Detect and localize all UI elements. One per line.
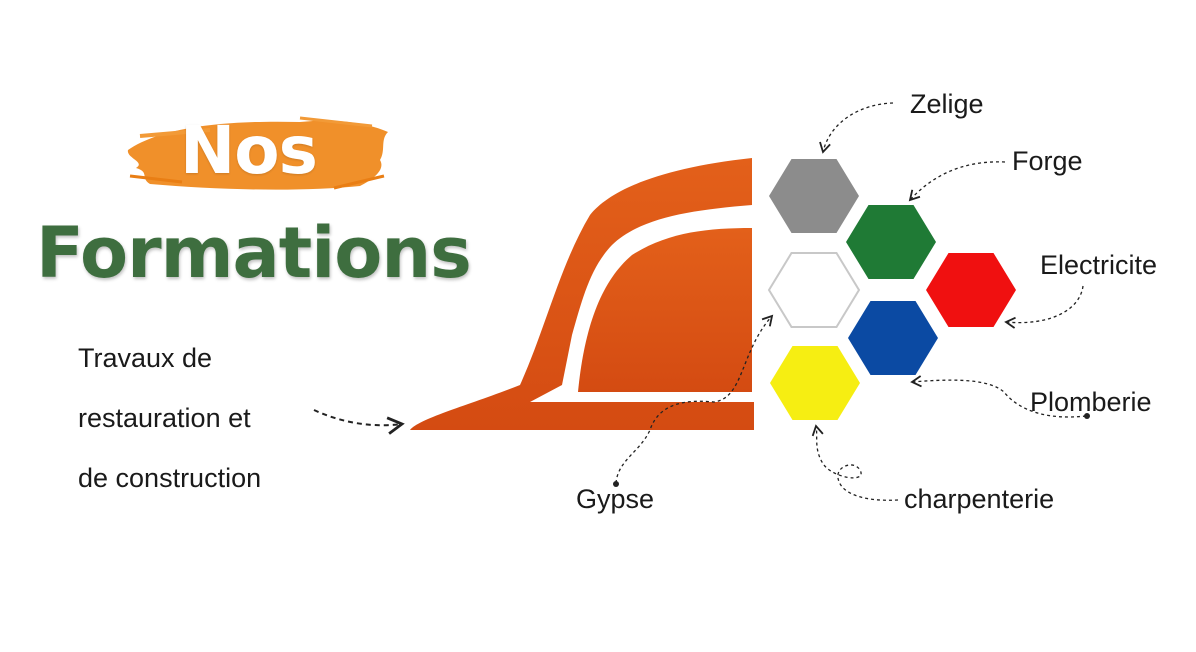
connector-arrows [615, 102, 1087, 501]
hexagon-gypse [767, 252, 861, 328]
description-line-3: de construction [78, 463, 262, 493]
arrow-zelige [819, 102, 894, 154]
arrow-gypse [615, 314, 774, 484]
label-zelige: Zelige [910, 89, 984, 119]
helmet-logo [410, 158, 754, 430]
arrow-electricite [1004, 285, 1084, 329]
hexagon-zelige [769, 159, 859, 233]
arrow-description [313, 409, 405, 435]
arrow-forge [908, 161, 1006, 202]
label-plomberie: Plomberie [1030, 387, 1152, 417]
hexagon-plomberie [848, 301, 938, 375]
arrow-charpenterie [811, 424, 899, 501]
gypse-dot [613, 481, 619, 487]
hexagon-charpenterie [770, 346, 860, 420]
arrow-plomberie [910, 375, 1087, 418]
hexagon-electricite [926, 253, 1016, 327]
label-gypse: Gypse [576, 484, 655, 514]
description-line-1: Travaux de [78, 343, 213, 373]
label-electricite: Electricite [1040, 250, 1158, 280]
hexagon-cluster [767, 159, 1016, 420]
plomberie-dot [1084, 413, 1090, 419]
title-formations: Formations [36, 212, 472, 294]
label-charpenterie: charpenterie [904, 484, 1055, 514]
hexagon-forge [846, 205, 936, 279]
description-line-2: restauration et [78, 403, 251, 433]
brush-stroke [127, 116, 388, 190]
description-text: Travaux de restauration et de constructi… [78, 328, 261, 508]
label-forge: Forge [1012, 146, 1083, 176]
title-nos: Nos [180, 112, 318, 189]
